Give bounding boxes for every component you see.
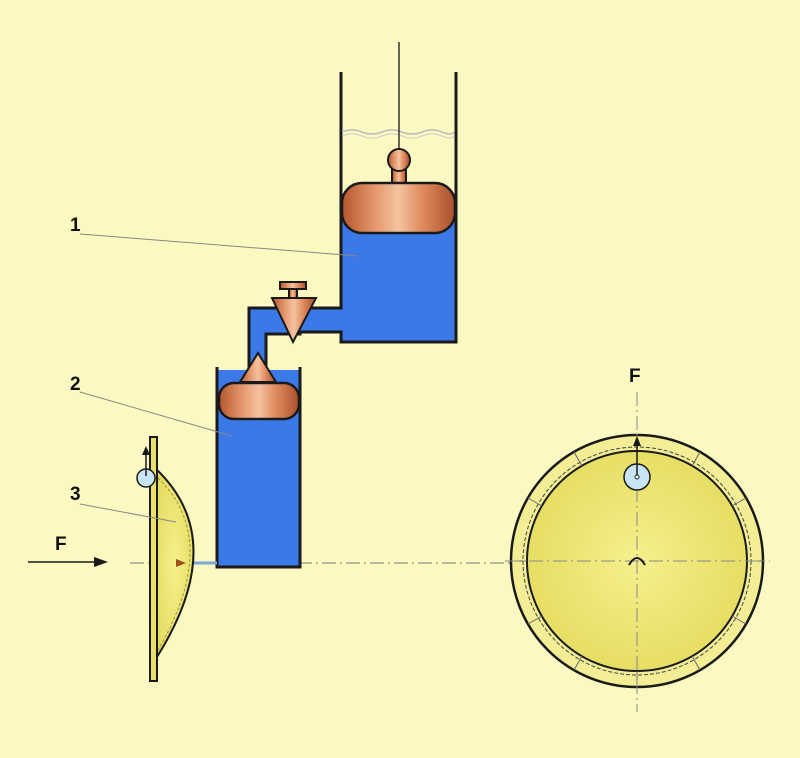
force-label-right: F [629, 366, 641, 387]
upper-cylinder-outline-2 [264, 210, 458, 370]
disc-front-view [505, 392, 770, 712]
valve [270, 281, 318, 345]
dome-side-view [136, 436, 195, 682]
part-label-3: 3 [70, 484, 81, 505]
leader-line-3 [79, 503, 177, 523]
hydraulic-liquid [217, 210, 456, 567]
lower-piston [217, 351, 301, 421]
part-label-1: 1 [70, 215, 81, 236]
water-surface-2 [341, 133, 455, 139]
leader-line-1 [79, 233, 359, 257]
force-label-left: F [55, 534, 67, 555]
leader-line-2 [79, 391, 233, 437]
force-arrow-left [28, 557, 108, 567]
water-surface [341, 129, 455, 135]
upper-piston [340, 148, 457, 235]
part-label-2: 2 [70, 374, 81, 395]
